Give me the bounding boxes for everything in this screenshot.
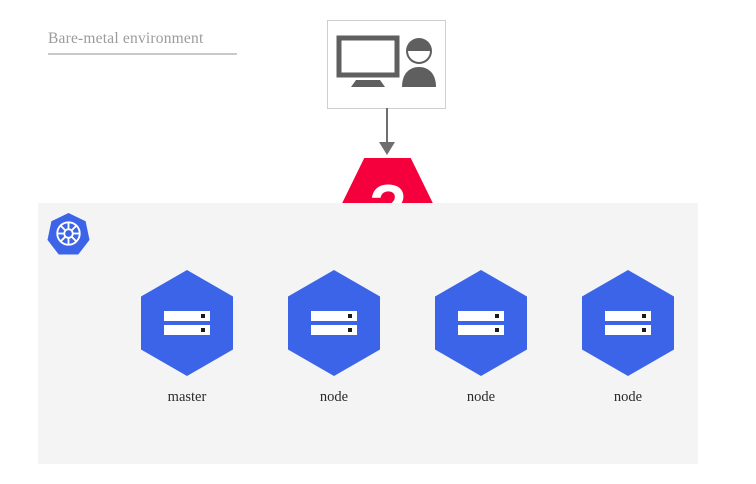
kubernetes-heptagon (47, 212, 90, 255)
server-icon (164, 311, 210, 335)
cluster-node[interactable]: master (132, 270, 242, 405)
node-label: master (167, 389, 207, 405)
kubernetes-logo (47, 212, 90, 255)
node-hexagon (288, 270, 380, 376)
node-label: node (613, 389, 643, 405)
monitor-icon (336, 35, 400, 87)
cluster-node[interactable]: node (573, 270, 683, 405)
server-icon (311, 311, 357, 335)
title-underline (48, 53, 237, 55)
node-hexagon (582, 270, 674, 376)
person-icon (402, 38, 436, 87)
server-icon (605, 311, 651, 335)
page-title: Bare-metal environment (48, 30, 204, 47)
user-at-computer-box (327, 20, 446, 109)
node-hexagon (141, 270, 233, 376)
down-arrow-icon (379, 108, 395, 155)
cluster-node[interactable]: node (426, 270, 536, 405)
node-hexagon (435, 270, 527, 376)
cluster-node[interactable]: node (279, 270, 389, 405)
node-label: node (466, 389, 496, 405)
node-label: node (319, 389, 349, 405)
server-icon (458, 311, 504, 335)
user-at-computer-icon (336, 35, 436, 87)
ships-wheel-icon (56, 221, 81, 246)
